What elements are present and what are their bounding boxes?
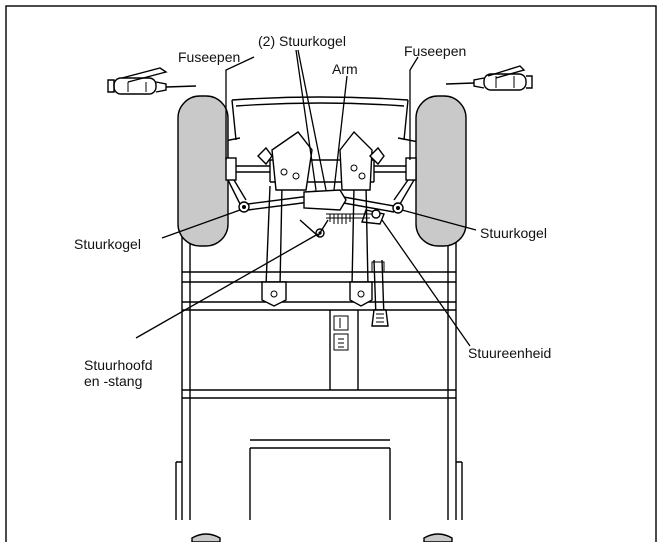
rear-tires [191,533,453,542]
callout-labels: Fuseepen (2) Stuurkogel Fuseepen Arm Stu… [74,33,551,389]
leader-lines [135,49,477,347]
label-stuurkogel-left: Stuurkogel [74,236,141,252]
label-stuurkogel-top: (2) Stuurkogel [258,33,346,49]
steering-rack [299,189,385,238]
grease-gun-left-icon [107,67,197,95]
tie-rods [247,195,395,213]
front-right-tire [415,95,467,247]
label-stuurkogel-right: Stuurkogel [480,225,547,241]
label-fuseepen-right: Fuseepen [404,43,466,59]
label-stuurhoofd-line2: en -stang [84,373,142,389]
label-fuseepen-left: Fuseepen [178,49,240,65]
left-kingpin [225,157,270,205]
radius-rods [261,185,373,307]
label-stuurhoofd-line1: Stuurhoofd [84,357,153,373]
grease-gun-right-icon [445,65,533,91]
label-arm: Arm [332,61,358,77]
steering-column [371,259,389,327]
label-stuureenheid: Stuureenheid [468,345,551,361]
axle-brackets [257,130,385,191]
right-kingpin [374,157,417,205]
diagram-frame [5,5,657,542]
